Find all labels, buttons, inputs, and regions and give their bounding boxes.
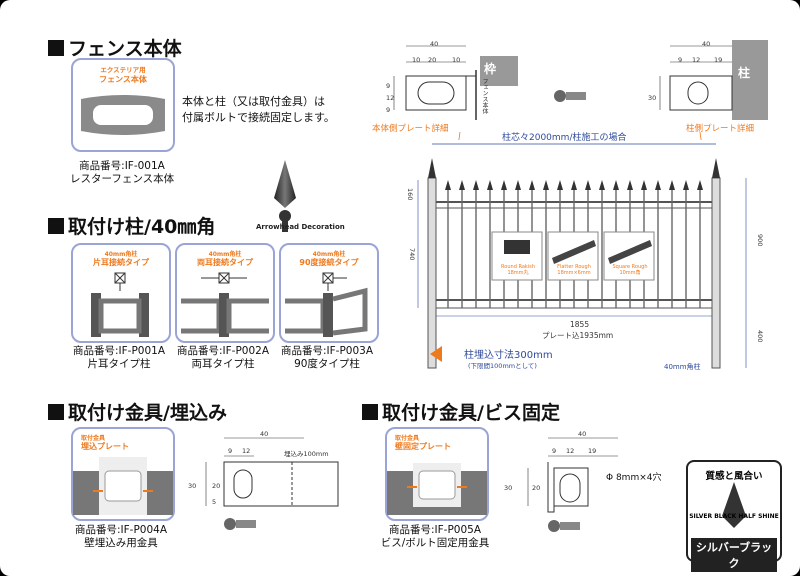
left-dim-v2: 12 — [386, 94, 395, 102]
width-label: 1855 — [570, 320, 590, 329]
left-dim-b: 20 — [428, 56, 437, 64]
left-dim-v1: 9 — [386, 82, 391, 90]
right-dim-c: 19 — [714, 56, 723, 64]
bolt-icon — [548, 520, 580, 532]
post-card-double-ear: 40mm角柱 両耳接続タイプ — [175, 243, 275, 343]
height-embed-label: 400 — [756, 330, 764, 343]
plate-detail-diagrams — [393, 40, 768, 140]
fence-panel-illustration — [81, 95, 165, 135]
section-title-post: 取付け柱/40㎜角 — [48, 212, 215, 239]
post-note: 40mm角柱 — [664, 363, 701, 371]
height-body-label: 740 — [408, 248, 416, 261]
fence-caption: 商品番号:IF-001A レスターフェンス本体 — [70, 160, 175, 186]
left-dim-a: 10 — [412, 56, 421, 64]
embed-dim-b: 12 — [242, 447, 250, 455]
arrowhead-ornament-icon — [274, 160, 296, 232]
embed-dimension-drawing: 40 9 12 埋込み100mm 30 20 5 — [188, 430, 339, 530]
bolt-icon — [554, 90, 586, 102]
right-post — [711, 177, 721, 369]
arrowhead-badge-icon — [722, 482, 746, 528]
90deg-post-illustration — [285, 272, 368, 337]
embed-dim-h2: 20 — [212, 482, 220, 490]
fence-card-top: エクステリア用 — [100, 66, 146, 74]
post-card-90deg: 40mm角柱 90度接続タイプ — [279, 243, 379, 343]
post-card-single-ear: 40mm角柱 片耳接続タイプ — [71, 243, 171, 343]
screw-dim-total: 40 — [578, 430, 586, 438]
badge-title: 質感と風合い — [705, 471, 763, 482]
left-dim-v3: 9 — [386, 106, 391, 114]
square-bullet-icon — [48, 404, 64, 420]
fence-card-bottom: フェンス本体 — [99, 74, 147, 84]
left-dim-c: 10 — [452, 56, 461, 64]
arrowhead-label: Arrowhead Decoration — [256, 223, 345, 231]
screw-dim-b: 12 — [566, 447, 574, 455]
embed-plate-card: 取付金具 埋込プレート — [71, 427, 175, 521]
embed-note-sub: (下限間100mmとして) — [468, 362, 537, 370]
embed-dim-h3: 5 — [212, 498, 216, 506]
sample-flat — [547, 231, 599, 281]
frame-label: 枠 — [484, 62, 497, 76]
double-ear-post-illustration — [181, 272, 269, 337]
embed-plate-illustration — [73, 457, 173, 515]
section-title-fence: フェンス本体 — [48, 34, 182, 61]
badge-jp: シルバーブラック — [691, 538, 777, 572]
fence-side-label: フェンス本体 — [481, 78, 488, 114]
embed-dim-h: 30 — [188, 482, 196, 490]
section-title-embed: 取付け金具/埋込み — [48, 398, 227, 425]
picket-arrowheads — [445, 180, 703, 190]
badge-en: SILVER BLACK HALF SHINE — [689, 513, 779, 520]
height-total-label: 900 — [756, 234, 764, 247]
square-bullet-icon — [48, 218, 64, 234]
embed-arrow-icon — [430, 346, 442, 362]
height-top-label: 160 — [406, 188, 414, 201]
left-plate-caption: 本体側プレート詳細 — [372, 124, 449, 134]
left-dim-total: 40 — [430, 40, 439, 48]
bolt-icon — [224, 518, 256, 530]
section-title-screw: 取付け金具/ビス固定 — [362, 398, 560, 425]
fence-elevation-drawing — [417, 143, 747, 369]
screw-holes-label: Φ 8mm×4穴 — [606, 471, 661, 483]
frame-block — [480, 56, 518, 86]
wall-plate-illustration — [387, 463, 487, 515]
texture-badge: 質感と風合い SILVER BLACK HALF SHINE シルバーブラック — [686, 460, 782, 572]
square-bullet-icon — [48, 40, 64, 56]
sample-square — [603, 231, 655, 281]
screw-dim-c: 19 — [588, 447, 596, 455]
embed-dim-a: 9 — [228, 447, 232, 455]
embed-dim-total: 40 — [260, 430, 268, 438]
fence-product-card: エクステリア用 フェンス本体 — [71, 58, 175, 152]
wall-plate-card: 取付金具 壁固定プレート — [385, 427, 489, 521]
screw-dim-h: 30 — [504, 484, 512, 492]
right-dim-v: 30 — [648, 94, 657, 102]
embed-note: 柱埋込寸法300mm — [464, 350, 553, 361]
width-plate-label: プレート込1935mm — [542, 331, 614, 340]
post-label: 柱 — [738, 66, 751, 80]
right-dim-b: 12 — [692, 56, 701, 64]
post-block — [732, 40, 768, 120]
screw-dimension-drawing: 40 9 12 19 30 20 Φ 8mm×4穴 — [504, 430, 661, 532]
fence-note: 本体と柱（又は取付金具）は 付属ボルトで接続固定します。 — [182, 95, 335, 124]
span-label: 柱芯々2000mm/柱施工の場合 — [502, 133, 627, 143]
left-post — [427, 177, 437, 369]
right-plate-caption: 柱側プレート詳細 — [686, 124, 755, 134]
embed-dim-length: 埋込み100mm — [284, 449, 329, 458]
square-bullet-icon — [362, 404, 378, 420]
screw-dim-a: 9 — [552, 447, 556, 455]
screw-dim-h2: 20 — [532, 484, 540, 492]
single-ear-post-illustration — [91, 272, 149, 337]
right-dim-a: 9 — [678, 56, 683, 64]
right-dim-total: 40 — [702, 40, 711, 48]
